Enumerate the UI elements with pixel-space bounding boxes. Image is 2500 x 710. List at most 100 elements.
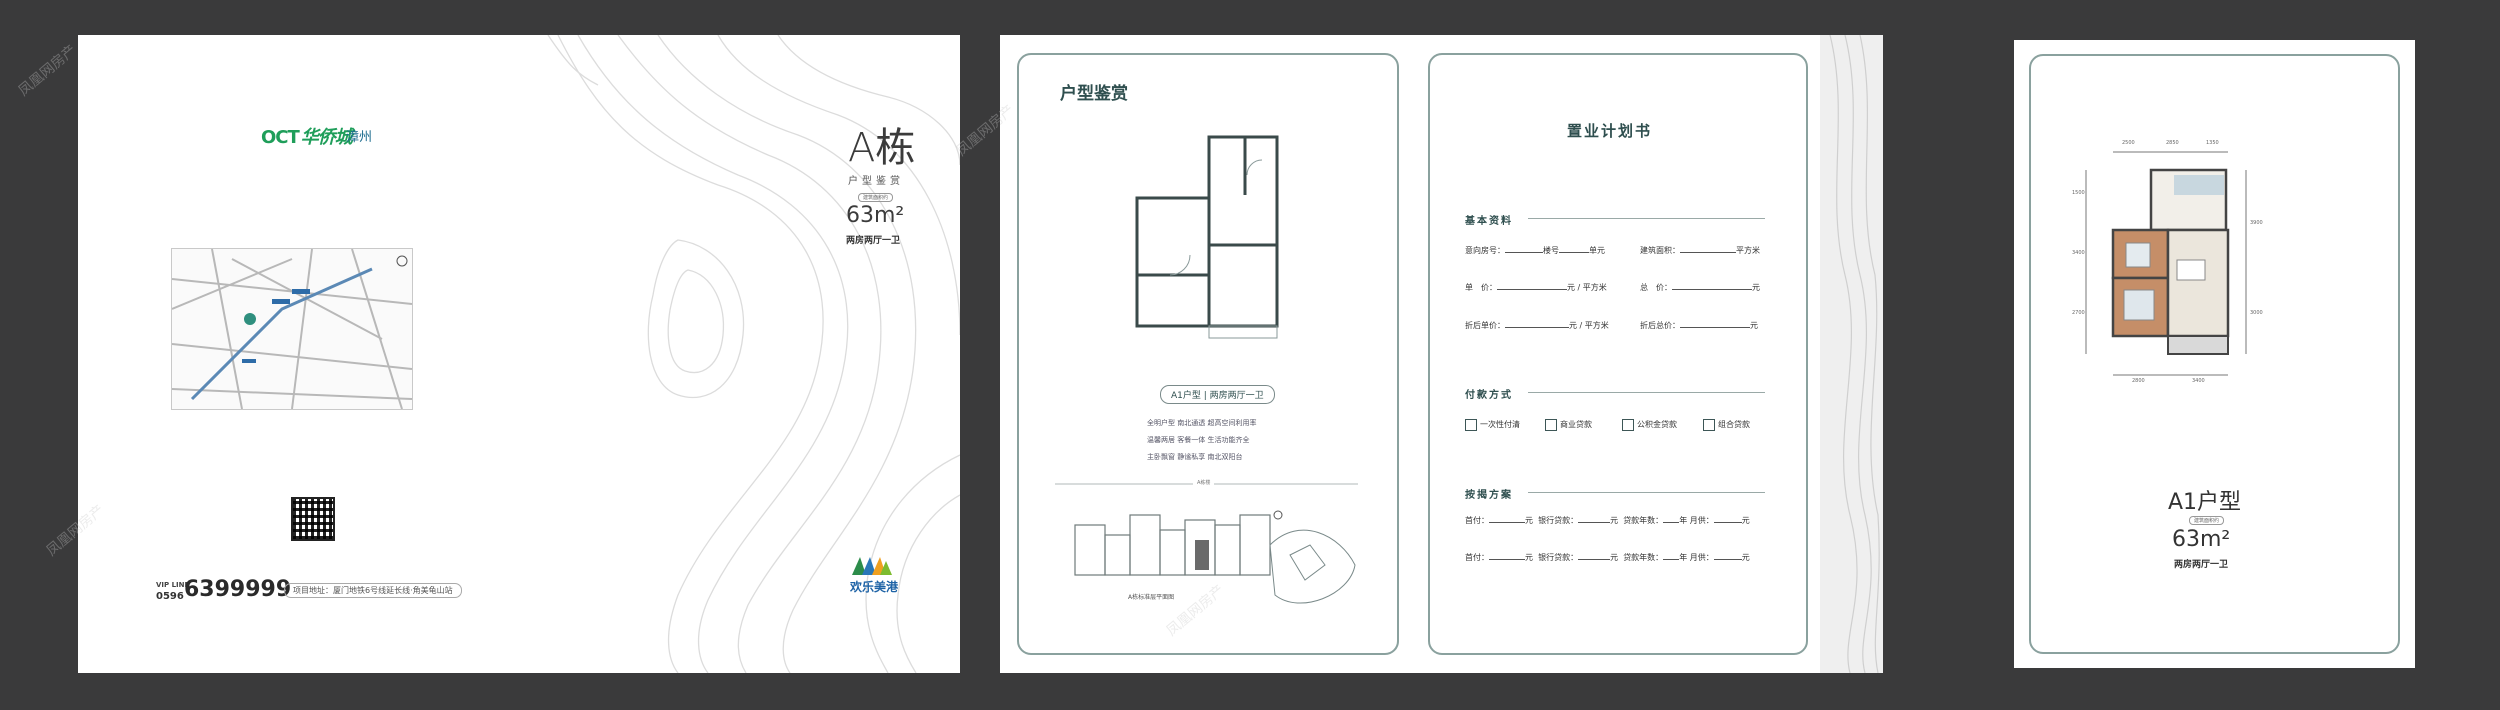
option-commercial-loan: 商业贷款 [1560, 420, 1592, 429]
purchase-plan-frame [1428, 53, 1808, 655]
field-label: 元 [1741, 553, 1750, 562]
checkbox-provident-loan[interactable] [1622, 419, 1634, 431]
unit-area-tag: 建筑面积约 [2189, 516, 2225, 525]
contour-strip [1820, 35, 1883, 673]
field-label: 元 / 平方米 [1567, 283, 1607, 292]
mortgage-row-2: 首付： 元 银行贷款： 元 贷款年数： 年 月供： 元 [1465, 552, 1750, 563]
option-full-payment: 一次性付清 [1480, 420, 1520, 429]
brand-logo-name: 欢乐美港 [850, 580, 899, 594]
project-address: 项目地址：厦门地铁6号线延长线·角美龟山站 [284, 583, 462, 598]
hotline-number: 6399999 [184, 577, 292, 602]
brand-logo-mark [852, 557, 892, 575]
location-map [171, 248, 413, 410]
field-label: 元 [1741, 516, 1750, 525]
dim-bottom-1: 2800 [2132, 378, 2145, 384]
oct-logo-text: OCT [261, 127, 300, 148]
checkbox-commercial-loan[interactable] [1545, 419, 1557, 431]
cover-layout: 两房两厅一卫 [846, 236, 901, 246]
field-label: 建筑面积： [1640, 246, 1680, 255]
city-name: 漳州 [346, 130, 373, 145]
dim-left-2: 3400 [2072, 250, 2085, 256]
basic-row-3b: 折后总价： 元 [1640, 320, 1758, 331]
basic-row-2: 单 价： 元 / 平方米 [1465, 282, 1607, 293]
unit-card-frame [2029, 54, 2400, 654]
field-label: 单 价： [1465, 283, 1497, 292]
floorplan-title: 户型鉴赏 [1060, 84, 1128, 104]
cover-area: 63m² [846, 203, 905, 228]
feature-line: 主卧飘窗 静谧私享 南北双阳台 [1147, 453, 1243, 461]
dim-right-2: 3000 [2250, 310, 2263, 316]
building-subtitle: 户型鉴赏 [848, 176, 904, 187]
basic-row-2b: 总 价： 元 [1640, 282, 1760, 293]
qr-code [291, 497, 335, 541]
checkbox-combined-loan[interactable] [1703, 419, 1715, 431]
unit-area: 63m² [2172, 527, 2231, 552]
field-label: 银行贷款： [1538, 516, 1579, 525]
field-label: 银行贷款： [1538, 553, 1579, 562]
dim-bottom-2: 3400 [2192, 378, 2205, 384]
option-provident-loan: 公积金贷款 [1637, 420, 1677, 429]
area-tag: 建筑面积约 [858, 193, 894, 202]
unit-type: A1户型 [2168, 490, 2242, 515]
unit-floor-plan [1055, 135, 1358, 604]
field-label: 贷款年数： [1623, 553, 1664, 562]
option-combined-loan: 组合贷款 [1718, 420, 1750, 429]
brand-logo [852, 553, 892, 575]
field-label: 元 [1610, 553, 1619, 562]
dim-top-2: 2850 [2166, 140, 2179, 146]
field-label: 贷款年数： [1623, 516, 1664, 525]
field-label: 年 月供： [1679, 516, 1714, 525]
section-basic-rule [1528, 218, 1765, 219]
brand-logo-text: 华侨城 [300, 127, 353, 148]
unit-badge: A1户型 | 两房两厅一卫 [1160, 385, 1275, 404]
dim-right-1: 3900 [2250, 220, 2263, 226]
field-label: 元 [1525, 553, 1533, 562]
field-label: 首付： [1465, 553, 1489, 562]
field-label: 总 价： [1640, 283, 1672, 292]
section-payment-heading: 付款方式 [1465, 390, 1513, 401]
feature-line: 温馨两居 客餐一体 生活功能齐全 [1147, 436, 1250, 444]
section-payment-rule [1528, 392, 1765, 393]
colored-floor-plan [2085, 151, 2247, 376]
feature-list: 全明户型 南北通透 超高空间利用率 温馨两居 客餐一体 生活功能齐全 主卧飘窗 … [1147, 415, 1256, 466]
unit-card-panel: 2500 2850 1350 2800 3400 1500 3400 2700 … [2014, 40, 2415, 668]
feature-line: 全明户型 南北通透 超高空间利用率 [1147, 419, 1257, 427]
checkbox-full-payment[interactable] [1465, 419, 1477, 431]
basic-row-3: 折后单价：元 / 平方米 [1465, 320, 1609, 331]
contour-strip-lines [1829, 35, 1880, 673]
field-label: 年 月供： [1679, 553, 1714, 562]
form-title: 置业计划书 [1567, 122, 1653, 140]
field-label: 楼号 [1543, 246, 1559, 255]
siteplan-caption: A栋标准层平面图 [1128, 594, 1175, 601]
field-label: 元 [1525, 516, 1533, 525]
building-name: A栋 [848, 125, 916, 171]
field-label: 元 [1750, 321, 1758, 330]
dim-left-1: 1500 [2072, 190, 2085, 196]
hotline-label: VIP LINE [156, 581, 190, 589]
field-label: 首付： [1465, 516, 1489, 525]
field-label: 元 [1752, 283, 1760, 292]
basic-row-1: 意向房号： 楼号 单元 [1465, 245, 1605, 256]
floorplan-frame [1017, 53, 1399, 655]
unit-layout: 两房两厅一卫 [2174, 560, 2229, 570]
hotline-area-code: 0596 [156, 591, 184, 602]
section-mortgage-rule [1528, 492, 1765, 493]
field-label: 元 [1610, 516, 1619, 525]
field-label: 元 / 平方米 [1569, 321, 1609, 330]
section-mortgage-heading: 按揭方案 [1465, 490, 1513, 501]
section-basic-heading: 基本资料 [1465, 216, 1513, 227]
dim-left-3: 2700 [2072, 310, 2085, 316]
mortgage-row-1: 首付： 元 银行贷款： 元 贷款年数： 年 月供： 元 [1465, 515, 1750, 526]
field-label: 折后总价： [1640, 321, 1680, 330]
divider-mark: A栋楼 [1193, 479, 1215, 486]
brochure-inner-panel: 户型鉴赏 A1户型 | 两房两厅一卫 全明户型 [1000, 35, 1883, 673]
field-label: 意向房号： [1465, 246, 1505, 255]
watermark: 凤凰网房产 [15, 42, 80, 100]
field-label: 单元 [1589, 246, 1605, 255]
field-label: 平方米 [1736, 246, 1760, 255]
dim-top-1: 2500 [2122, 140, 2135, 146]
contour-lines-decoration [547, 35, 960, 673]
basic-row-1b: 建筑面积： 平方米 [1640, 245, 1760, 256]
